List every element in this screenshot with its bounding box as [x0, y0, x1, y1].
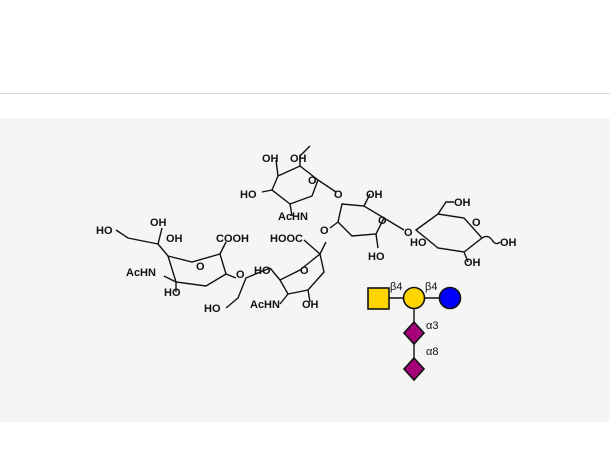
- label-bridge-o2: O: [320, 225, 329, 237]
- label-ring-o-neu1: O: [300, 265, 309, 277]
- label-ring-o-galmid: O: [378, 215, 387, 227]
- label-neu1-ho-side: HO: [204, 303, 221, 315]
- label-neu1-oh: OH: [302, 299, 319, 311]
- label-glc-oh-top: OH: [454, 197, 471, 209]
- label-gal-term-ho: HO: [240, 189, 257, 201]
- label-gal-term-achn: AcHN: [278, 211, 308, 223]
- gal-circle-icon: [402, 286, 426, 310]
- linkage-sia1-alpha: α3: [426, 320, 438, 332]
- label-neu1-hooc: HOOC: [270, 233, 303, 245]
- galnac-square-icon: [367, 287, 390, 310]
- gal-mid-ring: [329, 193, 405, 249]
- label-ring-o-neu2: O: [196, 261, 205, 273]
- linkage-galnac-beta: β4: [390, 281, 402, 293]
- label-gal-term-oh2: OH: [290, 153, 307, 165]
- label-gal-mid-ho: HO: [368, 251, 385, 263]
- blank-header-area: [0, 0, 610, 93]
- galnac-ring: [261, 145, 337, 217]
- label-neu2-oh2: OH: [166, 233, 183, 245]
- label-neu2-achn: AcHN: [126, 267, 156, 279]
- label-bridge-o3: O: [236, 269, 245, 281]
- figure-panel: OH OH HO AcHN O O OH O HO O O OH O HO OH…: [0, 118, 610, 422]
- snfg-glycan-symbol: [367, 286, 462, 382]
- neu5ac-diamond-icon-1: [402, 320, 426, 346]
- label-ring-o-glc: O: [472, 217, 481, 229]
- label-gal-term-oh1: OH: [262, 153, 279, 165]
- label-glc-ho: HO: [410, 237, 427, 249]
- label-gal-mid-oh: OH: [366, 189, 383, 201]
- glycan-structure-diagram: OH OH HO AcHN O O OH O HO O O OH O HO OH…: [96, 145, 517, 382]
- glc-circle-icon: [438, 286, 462, 310]
- linkage-sia2-alpha: α8: [426, 346, 438, 358]
- label-neu2-oh1: OH: [150, 217, 167, 229]
- label-ring-o-galnac: O: [308, 175, 317, 187]
- neu5ac-inner-ring: [269, 239, 327, 305]
- linkage-glc-beta: β4: [425, 281, 437, 293]
- label-neu2-ho: HO: [164, 287, 181, 299]
- label-glc-oh-bottom: OH: [464, 257, 481, 269]
- neu5ac-diamond-icon-2: [402, 356, 426, 382]
- label-bridge-o1: O: [334, 189, 343, 201]
- header-divider: [0, 93, 610, 94]
- label-neu2-ho-tail: HO: [96, 225, 113, 237]
- label-neu1-achn: AcHN: [250, 299, 280, 311]
- label-neu2-cooh: COOH: [216, 233, 249, 245]
- label-glc-oh-right: OH: [500, 237, 517, 249]
- label-bridge-o-glc: O: [404, 227, 413, 239]
- glc-ring: [414, 201, 501, 263]
- neu1-side-chain: [225, 267, 271, 309]
- neu5ac-outer-ring: [115, 227, 237, 292]
